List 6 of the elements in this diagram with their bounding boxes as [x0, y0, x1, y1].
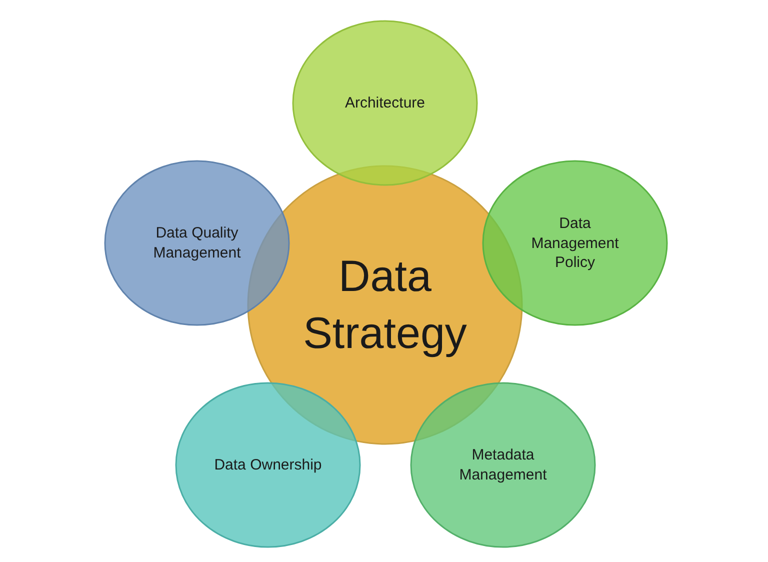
circle-label: Data Ownership [213, 455, 323, 475]
circle-label: Metadata Management [458, 446, 548, 484]
center-title: Data Strategy [302, 250, 468, 360]
circle-label: Architecture [344, 93, 426, 113]
circle-label: Data Quality Management [152, 224, 242, 262]
circle-label: Data Management Policy [530, 214, 620, 272]
